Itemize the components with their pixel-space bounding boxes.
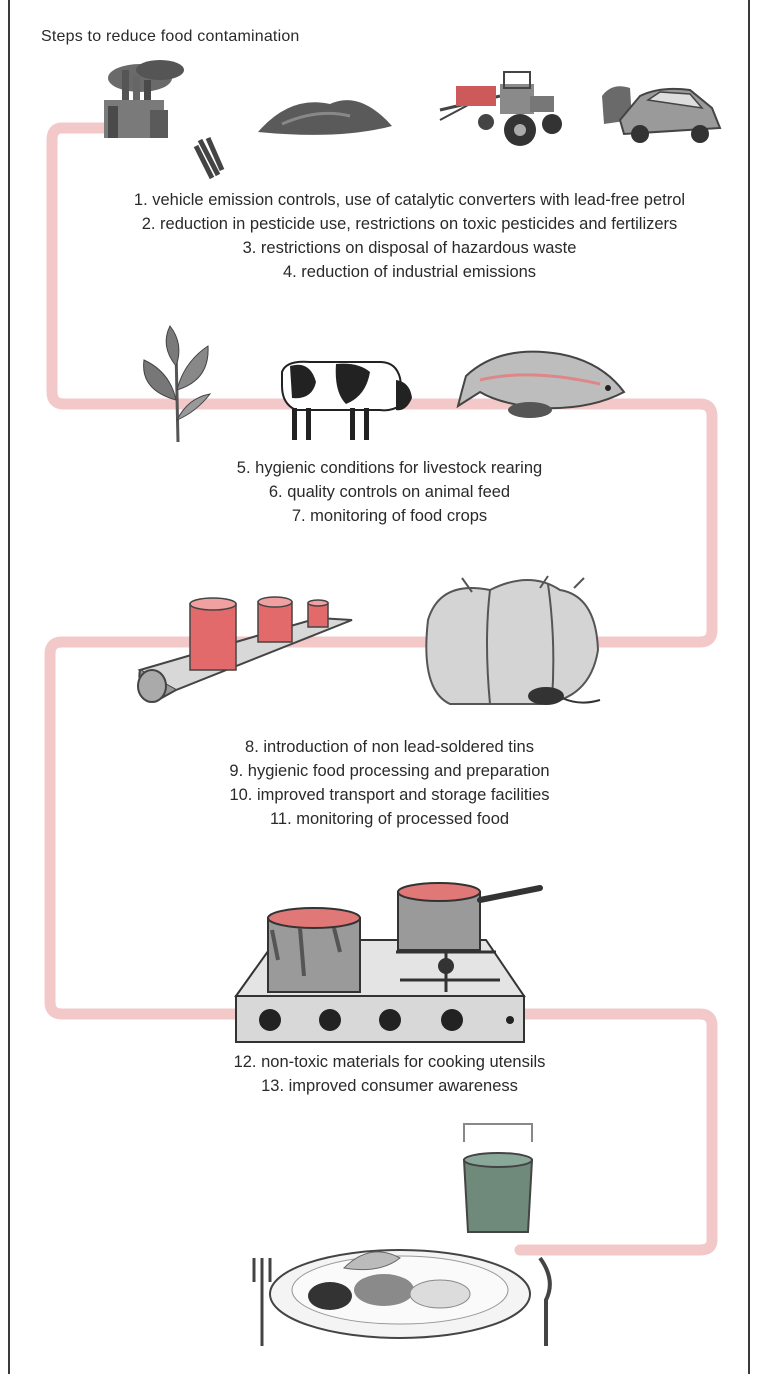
stove-pots-icon: [236, 883, 540, 1042]
steps-group-3: 8. introduction of non lead-soldered tin…: [10, 735, 759, 831]
conveyor-tins-icon: [138, 597, 352, 702]
step-item: 12. non-toxic materials for cooking uten…: [10, 1050, 759, 1074]
step-item: 7. monitoring of food crops: [10, 504, 759, 528]
step-item: 2. reduction in pesticide use, restricti…: [30, 212, 759, 236]
step-item: 3. restrictions on disposal of hazardous…: [30, 236, 759, 260]
cow-icon: [282, 362, 412, 440]
step-item: 10. improved transport and storage facil…: [10, 783, 759, 807]
steps-group-1: 1. vehicle emission controls, use of cat…: [30, 188, 759, 284]
step-item: 1. vehicle emission controls, use of cat…: [30, 188, 759, 212]
factory-icon: [104, 60, 222, 178]
tractor-sprayer-icon: [440, 72, 562, 146]
plate-meal-icon: [254, 1124, 550, 1346]
steps-group-4: 12. non-toxic materials for cooking uten…: [10, 1050, 759, 1098]
steps-group-2: 5. hygienic conditions for livestock rea…: [10, 456, 759, 528]
diagram-title: Steps to reduce food contamination: [41, 28, 300, 46]
step-item: 11. monitoring of processed food: [10, 807, 759, 831]
car-exhaust-icon: [602, 86, 720, 143]
crop-plant-icon: [144, 326, 210, 442]
waste-heap-icon: [258, 100, 392, 135]
step-item: 5. hygienic conditions for livestock rea…: [10, 456, 759, 480]
step-item: 8. introduction of non lead-soldered tin…: [10, 735, 759, 759]
step-item: 9. hygienic food processing and preparat…: [10, 759, 759, 783]
step-item: 6. quality controls on animal feed: [10, 480, 759, 504]
step-item: 4. reduction of industrial emissions: [30, 260, 759, 284]
step-item: 13. improved consumer awareness: [10, 1074, 759, 1098]
grain-sacks-rat-icon: [426, 576, 600, 705]
